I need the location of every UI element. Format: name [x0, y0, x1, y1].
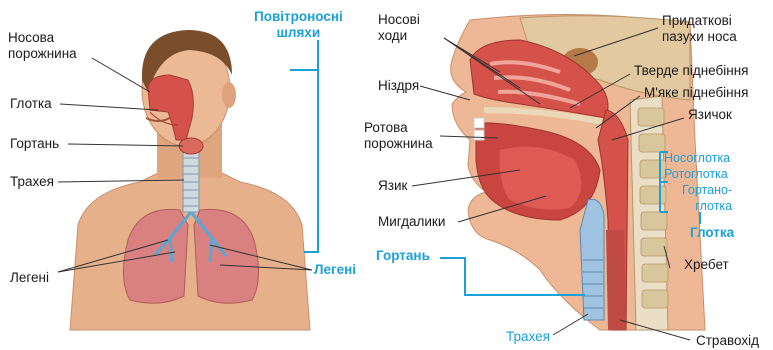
- label-larynx: Гортань: [10, 136, 59, 152]
- label-tongue: Язик: [378, 178, 407, 194]
- left-body-figure: [58, 30, 318, 330]
- label-airways-group: Повітроносні шляхи: [254, 9, 343, 41]
- label-laryngopharynx: Гортано- глотка: [682, 182, 732, 214]
- label-pharynx: Глотка: [10, 96, 52, 112]
- label-soft-palate: М'яке піднебіння: [644, 85, 748, 101]
- label-oral-cavity: Ротова порожнина: [364, 120, 433, 152]
- label-esophagus: Стравохід: [696, 333, 759, 349]
- label-hard-palate: Тверде піднебіння: [634, 63, 748, 79]
- label-larynx-group: Гортань: [376, 248, 430, 264]
- label-nostril: Ніздря: [378, 78, 419, 94]
- label-lungs: Легені: [10, 270, 49, 286]
- label-nasal-cavity: Носова порожнина: [8, 30, 77, 62]
- label-spine: Хребет: [684, 257, 729, 273]
- label-nasal-passages: Носові ходи: [378, 12, 420, 44]
- label-sinuses: Придаткові пазухи носа: [662, 13, 737, 45]
- label-oropharynx: Ротоглотка: [664, 166, 728, 182]
- label-trachea: Трахея: [10, 174, 54, 190]
- label-tonsils: Мигдалики: [378, 214, 445, 230]
- label-nasopharynx: Носоглотка: [664, 150, 730, 166]
- label-trachea-right: Трахея: [506, 329, 550, 345]
- label-lungs-group: Легені: [314, 262, 356, 278]
- label-uvula: Язичок: [688, 107, 732, 123]
- label-pharynx-group: Глотка: [690, 225, 734, 241]
